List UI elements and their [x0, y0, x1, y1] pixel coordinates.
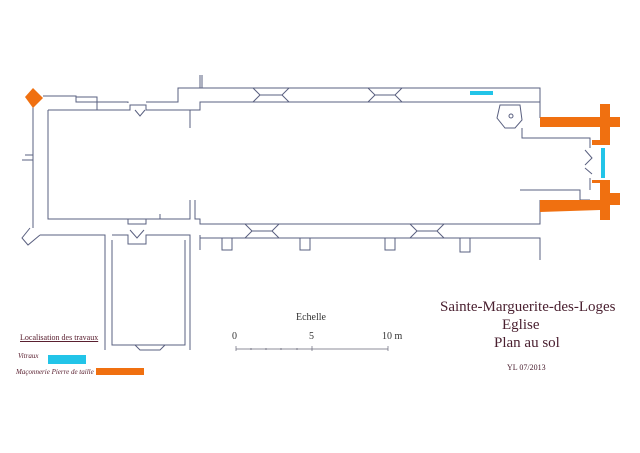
title-church-name: Sainte-Marguerite-des-Loges — [440, 299, 616, 315]
stained-glass-marks — [470, 91, 605, 178]
legend-swatch-maconnerie — [96, 368, 144, 375]
window-mark-choir — [601, 148, 605, 178]
legend-label-vitraux: Vitraux — [18, 352, 39, 360]
author-date: YL 07/2013 — [507, 363, 546, 372]
scale-bar — [235, 346, 389, 351]
scale-tick-5: 5 — [309, 331, 314, 342]
legend-swatch-vitraux — [48, 355, 86, 364]
walls — [21, 75, 593, 351]
stone-mark-corner — [25, 88, 43, 108]
stone-mark-south — [540, 180, 620, 220]
stone-masonry-marks — [25, 88, 620, 220]
title-building: Eglise — [502, 317, 540, 333]
window-mark-nave — [470, 91, 493, 95]
scale-label: Echelle — [296, 312, 326, 323]
legend-title: Localisation des travaux — [20, 333, 99, 342]
scale-tick-10: 10 m — [382, 331, 403, 342]
stone-mark-north — [540, 104, 620, 145]
legend-label-maconnerie: Maçonnerie Pierre de taille — [16, 368, 94, 376]
title-plan-type: Plan au sol — [494, 335, 560, 351]
scale-tick-0: 0 — [232, 331, 237, 342]
